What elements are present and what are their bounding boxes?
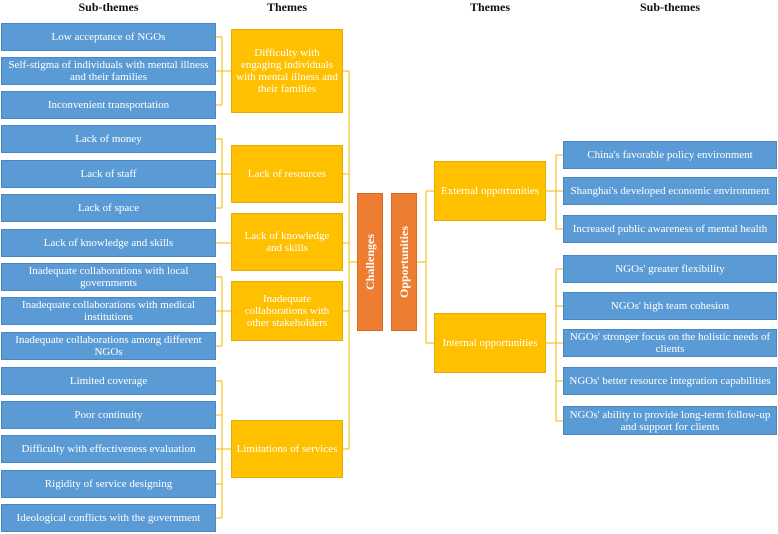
opportunity-theme-box: Internal opportunities: [434, 313, 546, 373]
challenge-subtheme-box: Lack of money: [1, 125, 216, 153]
challenge-subtheme-box: Limited coverage: [1, 367, 216, 395]
opportunities-box: Opportunities: [391, 193, 417, 331]
challenge-theme-box: Difficulty with engaging individuals wit…: [231, 29, 343, 113]
right-subthemes-header: Sub-themes: [639, 0, 700, 14]
right-themes-header: Themes: [470, 0, 510, 14]
opportunities-label: Opportunities: [397, 225, 411, 298]
challenge-subtheme-box: Ideological conflicts with the governmen…: [1, 504, 216, 532]
challenge-subtheme-box: Inadequate collaborations among differen…: [1, 332, 216, 360]
opportunity-subtheme-box: NGOs' ability to provide long-term follo…: [563, 406, 777, 435]
opportunity-subtheme-box: Shanghai's developed economic environmen…: [563, 177, 777, 205]
challenge-subtheme-box: Lack of knowledge and skills: [1, 229, 216, 257]
challenge-theme-box: Lack of knowledge and skills: [231, 213, 343, 271]
challenge-subtheme-box: Poor continuity: [1, 401, 216, 429]
challenge-theme-box: Inadequate collaborations with other sta…: [231, 281, 343, 341]
challenge-subtheme-box: Rigidity of service designing: [1, 470, 216, 498]
challenge-subtheme-box: Inadequate collaborations with medical i…: [1, 297, 216, 325]
left-themes-header: Themes: [267, 0, 307, 14]
opportunity-subtheme-box: Increased public awareness of mental hea…: [563, 215, 777, 243]
challenge-subtheme-box: Difficulty with effectiveness evaluation: [1, 435, 216, 463]
opportunity-subtheme-box: NGOs' greater flexibility: [563, 255, 777, 283]
challenge-subtheme-box: Inadequate collaborations with local gov…: [1, 263, 216, 291]
challenges-label: Challenges: [363, 233, 377, 290]
opportunity-subtheme-box: NGOs' better resource integration capabi…: [563, 367, 777, 395]
challenge-theme-box: Limitations of services: [231, 420, 343, 478]
opportunity-subtheme-box: NGOs' high team cohesion: [563, 292, 777, 320]
challenges-box: Challenges: [357, 193, 383, 331]
challenge-subtheme-box: Lack of staff: [1, 160, 216, 188]
left-subthemes-header: Sub-themes: [78, 0, 139, 14]
opportunity-subtheme-box: China's favorable policy environment: [563, 141, 777, 169]
challenge-subtheme-box: Low acceptance of NGOs: [1, 23, 216, 51]
opportunity-subtheme-box: NGOs' stronger focus on the holistic nee…: [563, 329, 777, 357]
opportunity-theme-box: External opportunities: [434, 161, 546, 221]
challenge-subtheme-box: Lack of space: [1, 194, 216, 222]
challenge-subtheme-box: Inconvenient transportation: [1, 91, 216, 119]
challenge-subtheme-box: Self-stigma of individuals with mental i…: [1, 57, 216, 85]
challenge-theme-box: Lack of resources: [231, 145, 343, 203]
